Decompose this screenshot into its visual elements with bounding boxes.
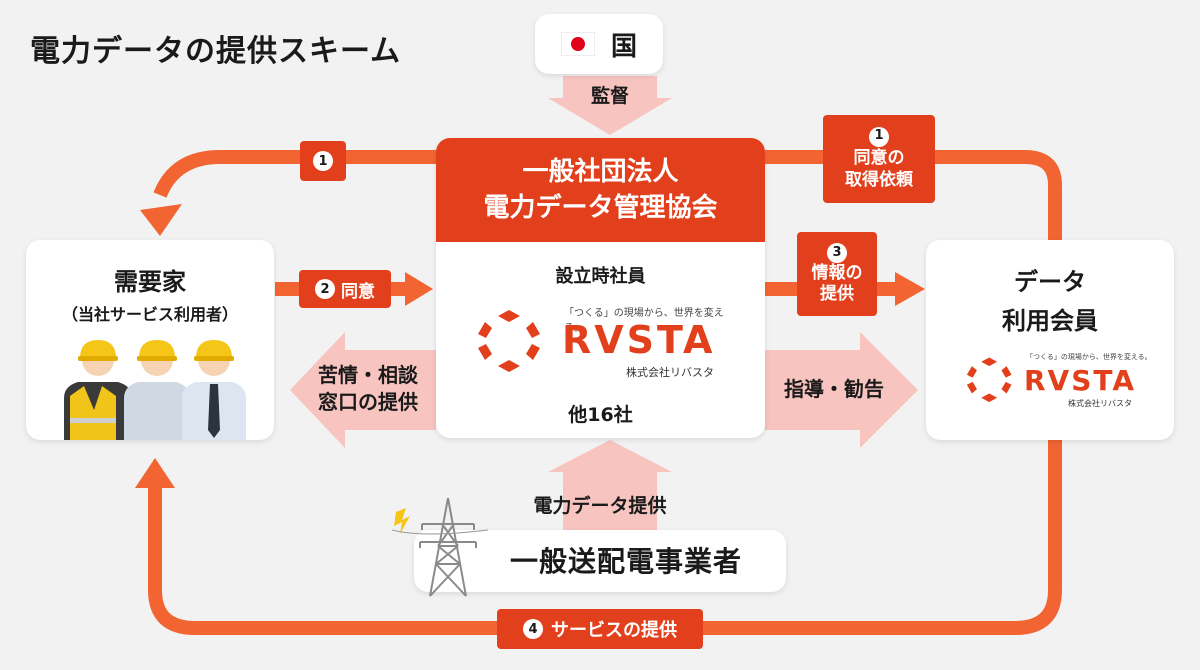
step1-right-tag: 1 同意の 取得依頼 xyxy=(823,115,935,203)
data-member-line1: データ xyxy=(1014,268,1086,296)
utility-label: 一般送配電事業者 xyxy=(510,545,743,578)
step1-left-tag: 1 xyxy=(300,141,346,181)
lightning-bolt-icon xyxy=(394,508,410,534)
consumer-title: 需要家 xyxy=(114,268,186,296)
association-name-line2: 電力データ管理協会 xyxy=(483,193,718,223)
association-box: 一般社団法人 電力データ管理協会 設立時社員 「つくる」の現場から、世界を変える… xyxy=(436,138,765,438)
government-box: 国 xyxy=(535,14,663,74)
agree-arrowhead xyxy=(405,272,433,306)
step2-tag: 2 同意 xyxy=(299,270,391,308)
step4-tag: 4 サービスの提供 xyxy=(497,609,703,649)
rvsta-logo-main: 「つくる」の現場から、世界を変える。 RVSTA 株式会社リバスタ xyxy=(474,304,734,380)
step1-right-number: 1 xyxy=(869,126,889,147)
complaint-label: 苦情・相談 窓口の提供 xyxy=(296,362,440,416)
consumer-subtitle: （当社サービス利用者） xyxy=(61,305,238,324)
founding-member-label: 設立時社員 xyxy=(555,266,646,287)
rvsta-small-corp: 株式会社リバスタ xyxy=(1068,399,1132,408)
data-member-box: データ 利用会員 「つくる」の現場から、世界を変える。 RVSTA 株式会社リバ… xyxy=(926,240,1174,440)
guidance-arrow xyxy=(765,332,918,448)
bottom-loop-arrowhead xyxy=(135,458,175,488)
rvsta-small-tagline: 「つくる」の現場から、世界を変える。 xyxy=(1026,353,1152,361)
step3-tag: 3 情報の 提供 xyxy=(797,232,877,316)
supervise-label: 監督 xyxy=(590,85,629,107)
complaint-line1: 苦情・相談 xyxy=(318,363,418,387)
supervise-arrow xyxy=(548,76,672,135)
utility-box xyxy=(414,530,786,592)
complaint-arrow xyxy=(290,332,436,448)
step2-text: 同意 xyxy=(341,281,375,302)
step3-line1: 情報の xyxy=(811,262,863,283)
top-loop-arrowhead xyxy=(140,204,182,236)
power-data-label: 電力データ提供 xyxy=(533,495,667,517)
rvsta-wordmark: RVSTA xyxy=(562,318,716,362)
japan-flag-icon xyxy=(560,32,595,56)
association-name-line1: 一般社団法人 xyxy=(522,156,679,187)
consumer-box: 需要家 （当社サービス利用者） xyxy=(26,240,274,440)
info-arrowhead xyxy=(895,272,925,306)
complaint-line2: 窓口の提供 xyxy=(318,390,418,414)
rvsta-logo-small: 「つくる」の現場から、世界を変える。 RVSTA 株式会社リバスタ xyxy=(964,352,1164,418)
rvsta-corp-name: 株式会社リバスタ xyxy=(626,366,714,379)
government-label: 国 xyxy=(610,31,637,62)
data-member-line2: 利用会員 xyxy=(1002,307,1098,335)
guidance-label: 指導・勧告 xyxy=(784,377,884,401)
rvsta-mark-icon xyxy=(478,310,540,372)
transmission-tower-icon xyxy=(392,497,489,597)
rvsta-tagline: 「つくる」の現場から、世界を変える。 xyxy=(564,308,724,334)
step1-right-line1: 同意の xyxy=(853,147,905,168)
step1-left-number: 1 xyxy=(313,151,333,171)
step4-text: サービスの提供 xyxy=(551,620,677,641)
page-title: 電力データの提供スキーム xyxy=(30,34,402,69)
rvsta-mark-small-icon xyxy=(966,357,1012,403)
step2-number: 2 xyxy=(315,279,335,299)
step4-number: 4 xyxy=(523,619,543,639)
association-header: 一般社団法人 電力データ管理協会 xyxy=(436,138,765,242)
rvsta-small-wordmark: RVSTA xyxy=(1024,364,1136,397)
others-count: 他16社 xyxy=(568,404,633,426)
step3-number: 3 xyxy=(827,242,847,263)
step1-right-line2: 取得依頼 xyxy=(845,170,913,190)
workers-illustration xyxy=(64,340,246,440)
top-loop-arrow xyxy=(153,150,1062,240)
power-data-arrow xyxy=(548,440,672,530)
step3-line2: 提供 xyxy=(820,284,854,304)
